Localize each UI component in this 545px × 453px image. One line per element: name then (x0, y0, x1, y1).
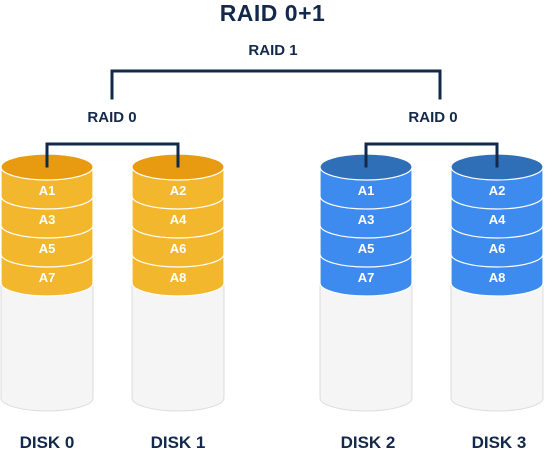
disk-3: A8 A6 A4 A2 (450, 153, 544, 412)
block-label: A5 (358, 241, 375, 256)
block-label: A1 (358, 183, 375, 198)
disk-1: A8 A6 A4 A2 (131, 153, 225, 412)
block-label: A8 (170, 270, 187, 285)
raid1-label: RAID 1 (248, 42, 298, 59)
block-label: A8 (489, 270, 506, 285)
block-label: A7 (39, 270, 56, 285)
disk-label-1: DISK 1 (150, 433, 206, 452)
block-label: A7 (358, 270, 375, 285)
raid0-right-label: RAID 0 (408, 109, 458, 126)
disk-label-0: DISK 0 (19, 433, 75, 452)
block-label: A3 (39, 212, 56, 227)
disk-0: A7 A5 A3 A1 (0, 153, 94, 412)
block-label: A5 (39, 241, 56, 256)
block-label: A1 (39, 183, 56, 198)
connector-lines (45, 69, 499, 168)
block-label: A2 (489, 183, 506, 198)
block-label: A6 (170, 241, 187, 256)
disk-label-2: DISK 2 (340, 433, 396, 452)
disk-2: A7 A5 A3 A1 (319, 153, 413, 412)
disk-label-3: DISK 3 (471, 433, 527, 452)
raid0-left-label: RAID 0 (87, 109, 137, 126)
block-label: A6 (489, 241, 506, 256)
block-label: A4 (170, 212, 187, 227)
block-label: A3 (358, 212, 375, 227)
block-label: A2 (170, 183, 187, 198)
diagram-title: RAID 0+1 (219, 0, 326, 26)
block-label: A4 (489, 212, 506, 227)
